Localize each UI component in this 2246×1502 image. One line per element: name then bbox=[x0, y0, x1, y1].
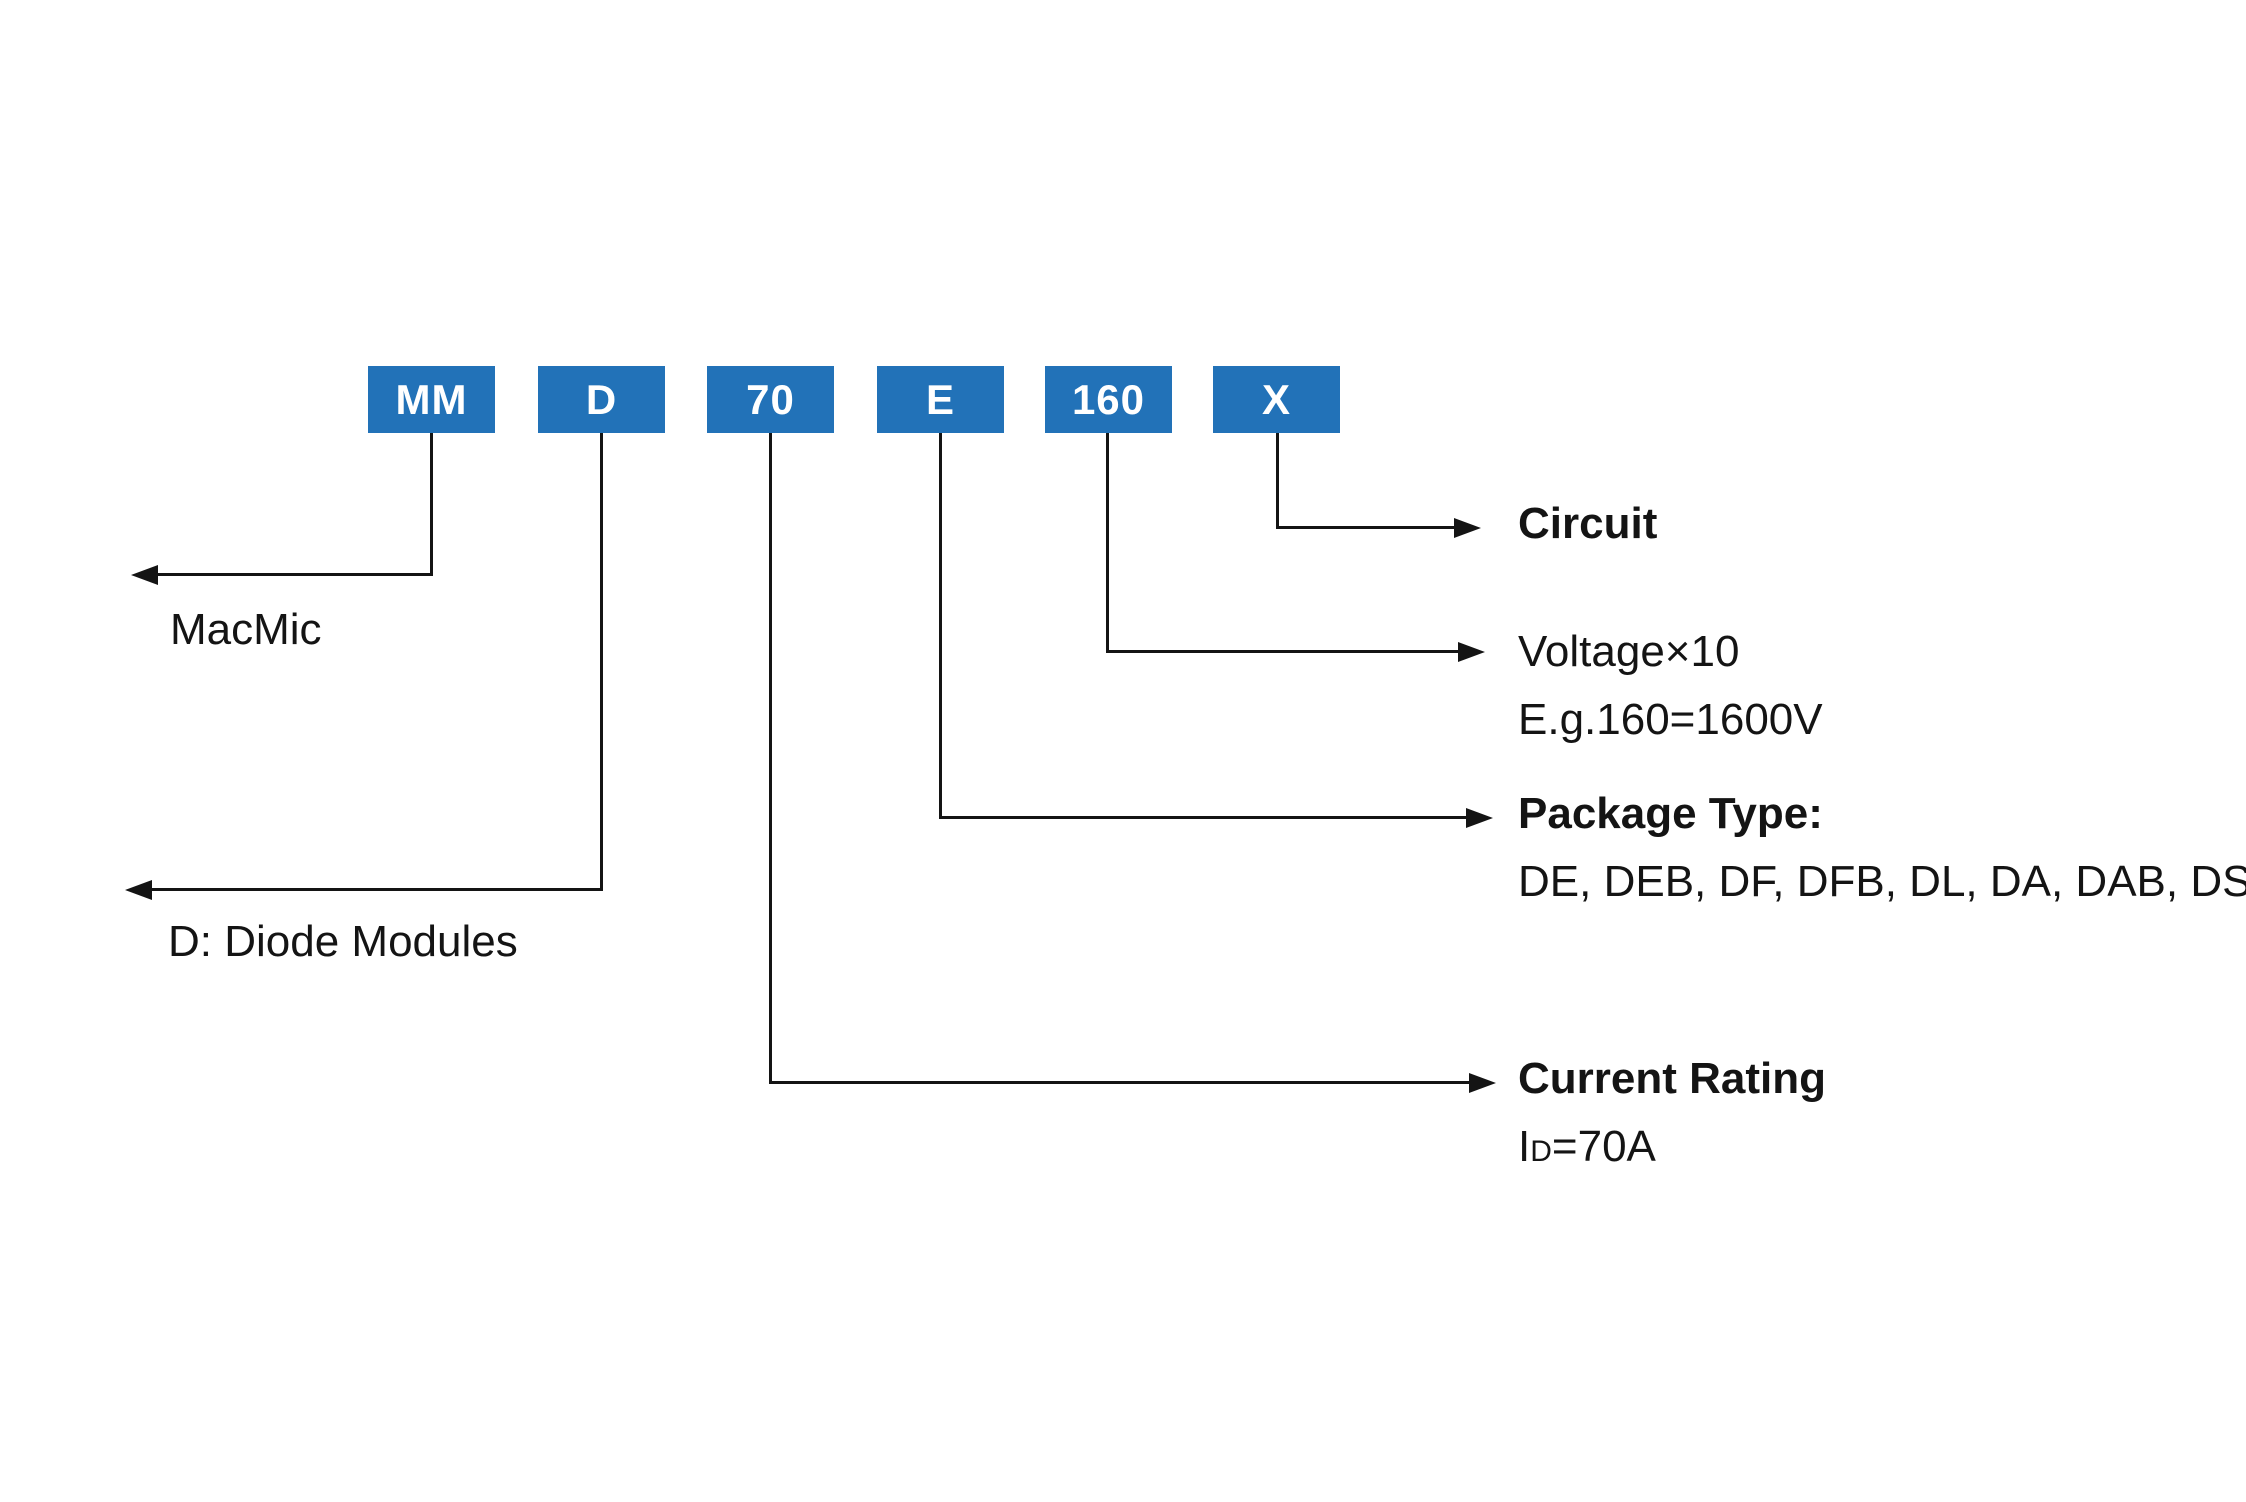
label-macmic: MacMic bbox=[170, 605, 322, 654]
connector-70-horizontal bbox=[769, 1081, 1469, 1084]
arrowhead-right-x-icon bbox=[1454, 518, 1481, 538]
segment-box-160: 160 bbox=[1045, 366, 1172, 433]
arrowhead-right-70-icon bbox=[1469, 1073, 1496, 1093]
arrowhead-right-160-icon bbox=[1458, 642, 1485, 662]
label-package-type-title: Package Type: bbox=[1518, 789, 1823, 838]
connector-x-horizontal bbox=[1276, 526, 1454, 529]
connector-e-horizontal bbox=[939, 816, 1466, 819]
current-symbol-subscript: D bbox=[1530, 1135, 1552, 1168]
connector-x-vertical bbox=[1276, 433, 1279, 529]
label-current-rating-detail: ID=70A bbox=[1518, 1121, 1656, 1174]
arrowhead-right-e-icon bbox=[1466, 808, 1493, 828]
label-package-type-options: DE, DEB, DF, DFB, DL, DA, DAB, DS bbox=[1518, 857, 2246, 906]
segment-box-e: E bbox=[877, 366, 1004, 433]
connector-e-vertical bbox=[939, 433, 942, 819]
label-voltage-title: Voltage×10 bbox=[1518, 627, 1740, 676]
connector-160-vertical bbox=[1106, 433, 1109, 653]
arrowhead-left-d-icon bbox=[125, 880, 152, 900]
connector-70-vertical bbox=[769, 433, 772, 1084]
segment-box-d: D bbox=[538, 366, 665, 433]
connector-d-vertical bbox=[600, 433, 603, 891]
label-diode-modules: D: Diode Modules bbox=[168, 917, 518, 966]
segment-box-x: X bbox=[1213, 366, 1340, 433]
segment-box-mm: MM bbox=[368, 366, 495, 433]
connector-d-horizontal bbox=[152, 888, 603, 891]
arrowhead-left-mm-icon bbox=[131, 565, 158, 585]
label-voltage-detail: E.g.160=1600V bbox=[1518, 695, 1823, 744]
label-current-rating-title: Current Rating bbox=[1518, 1054, 1826, 1103]
label-circuit-title: Circuit bbox=[1518, 499, 1658, 548]
current-value: =70A bbox=[1551, 1122, 1656, 1171]
connector-mm-vertical bbox=[430, 433, 433, 576]
connector-160-horizontal bbox=[1106, 650, 1458, 653]
current-symbol: I bbox=[1518, 1122, 1531, 1171]
connector-mm-horizontal bbox=[158, 573, 433, 576]
segment-box-70: 70 bbox=[707, 366, 834, 433]
